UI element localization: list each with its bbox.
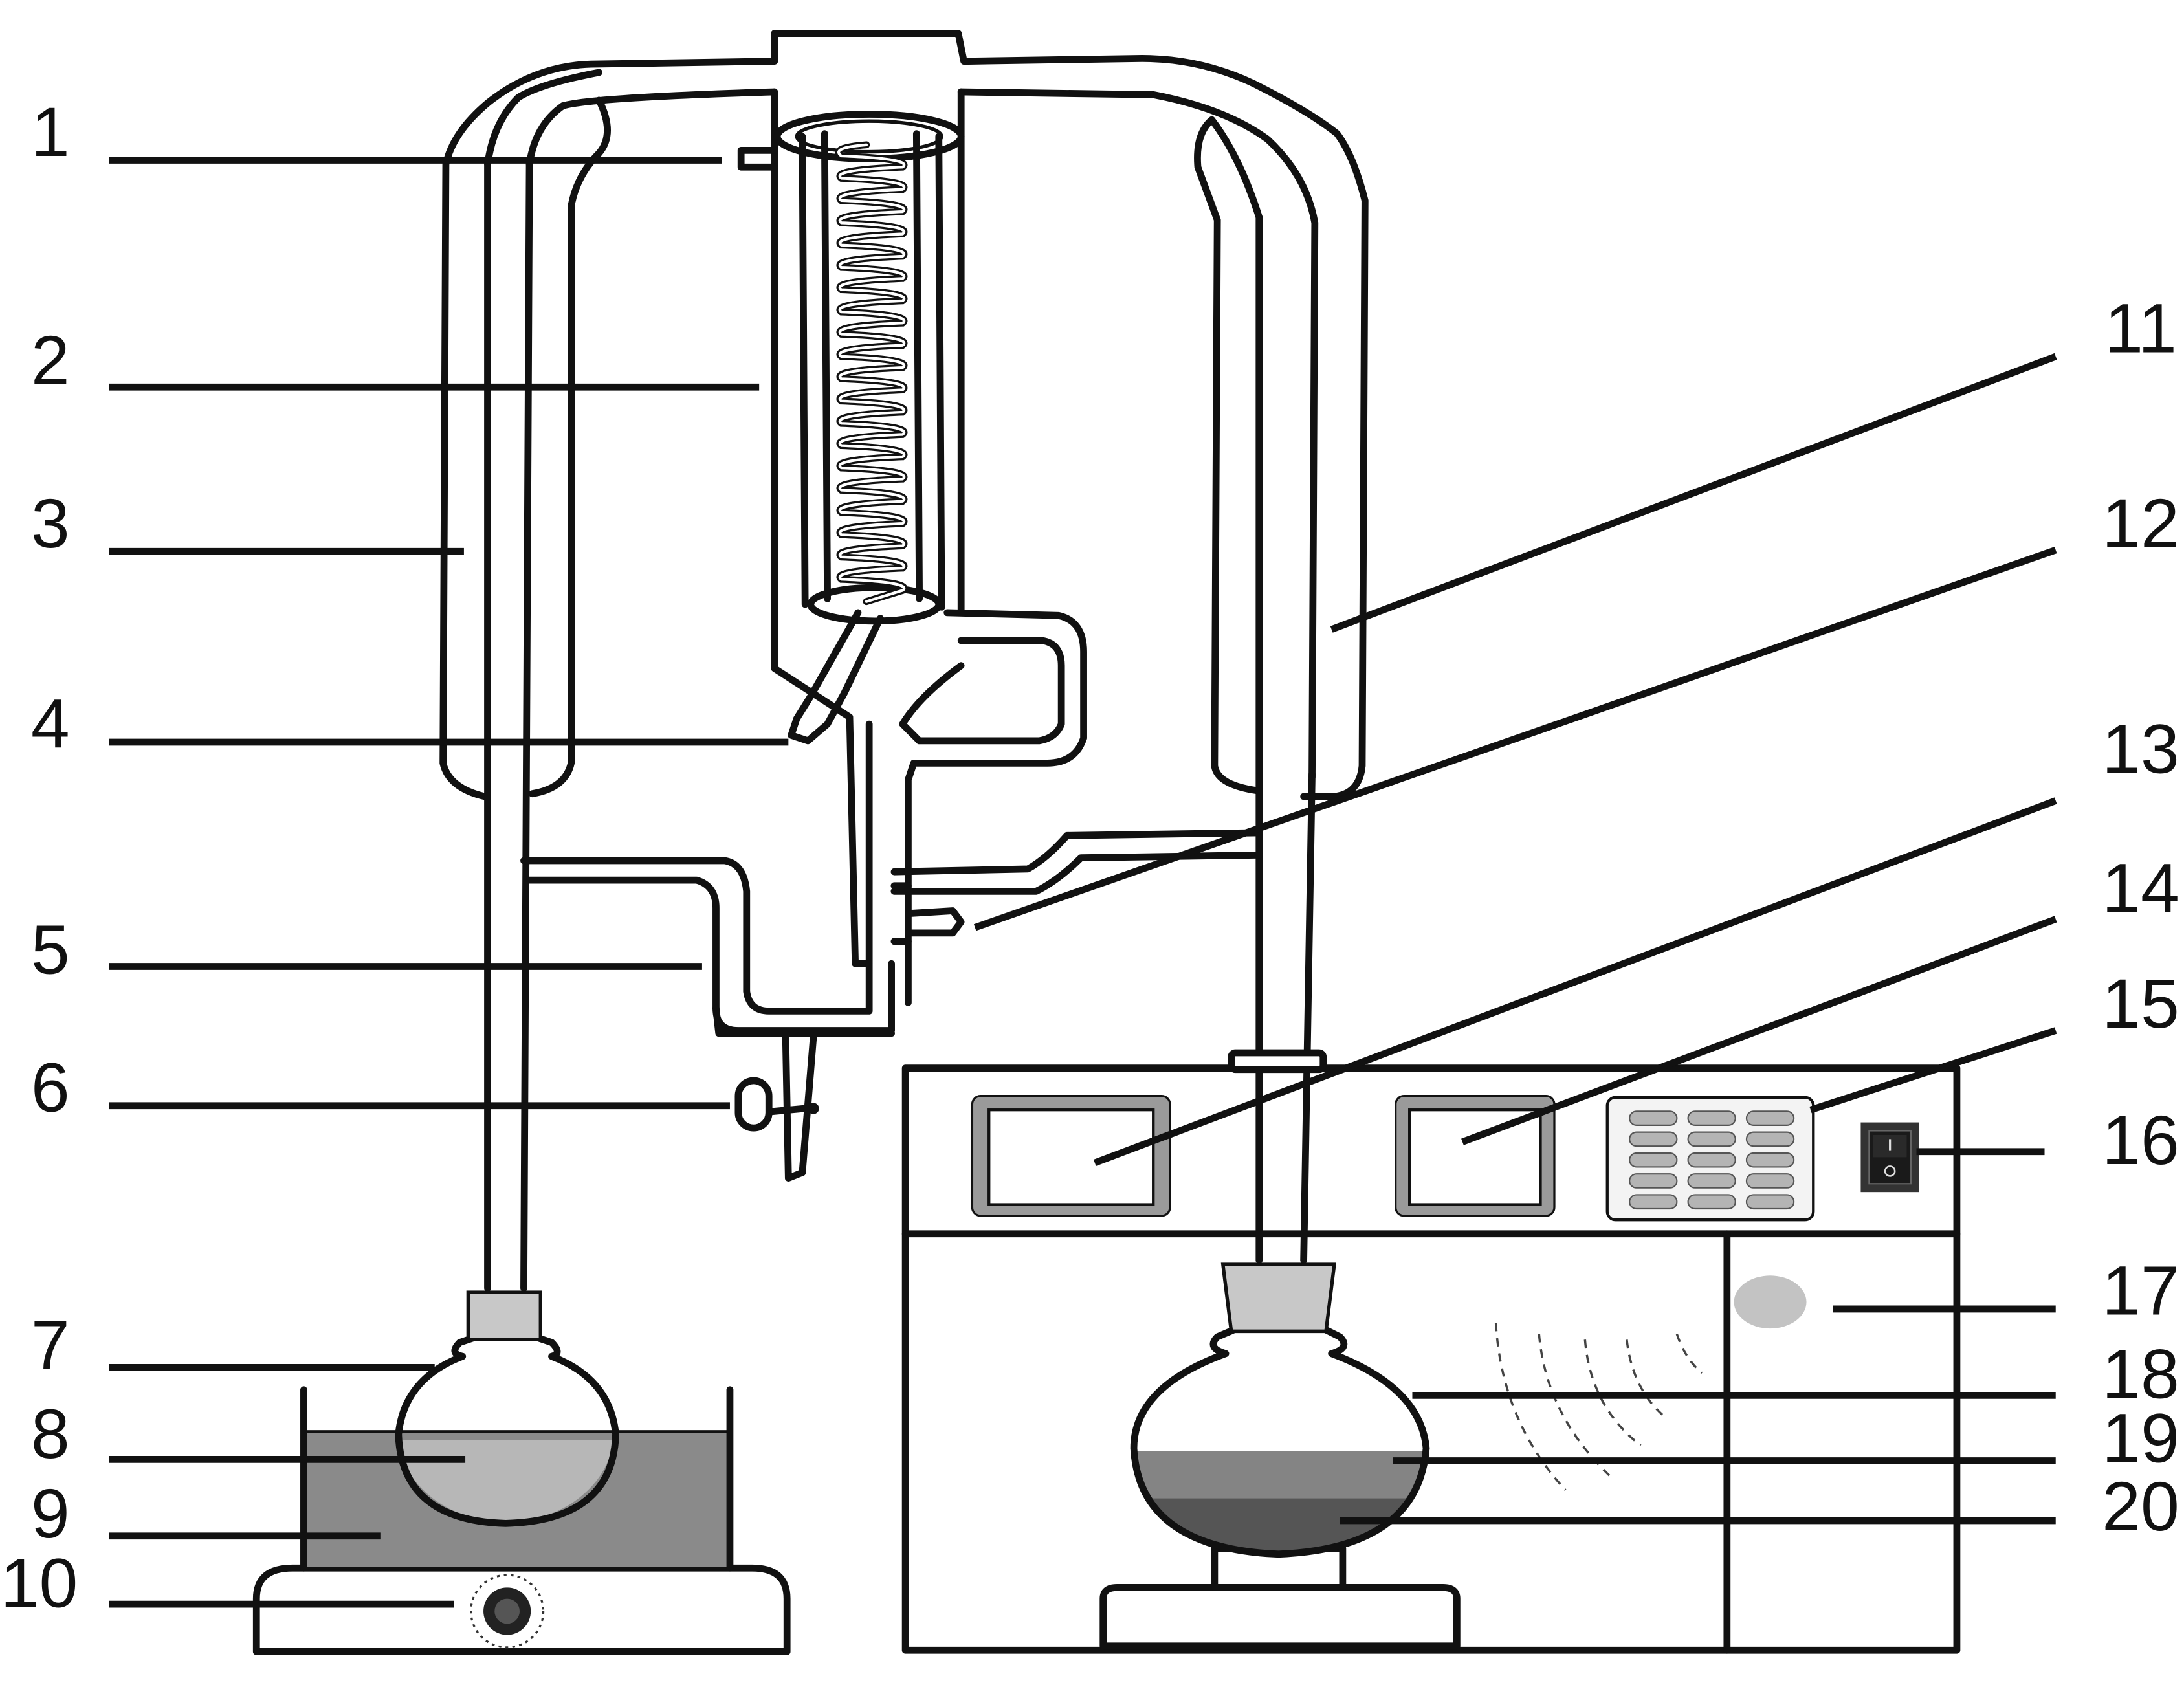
callout-numbers: 1 2 3 4 5 6 7 8 9 10 11 12 13 14 15 16 1…: [1, 93, 2179, 1622]
stopper-right: [1220, 1262, 1337, 1334]
callout-5: 5: [31, 910, 70, 988]
keypad-key: [1745, 1110, 1795, 1126]
callout-7: 7: [31, 1306, 70, 1383]
keypad-key: [1687, 1131, 1736, 1147]
heating-base: [252, 1564, 791, 1655]
callout-1: 1: [31, 93, 70, 171]
callout-11: 11: [2104, 289, 2177, 367]
indicator-light: [1734, 1275, 1807, 1329]
callout-20: 20: [2102, 1468, 2179, 1545]
keypad-key: [1629, 1110, 1678, 1126]
callout-10: 10: [1, 1544, 78, 1622]
display-screen-left: [971, 1095, 1171, 1217]
keypad-key: [1629, 1131, 1678, 1147]
callout-13: 13: [2102, 710, 2179, 787]
callout-4: 4: [31, 685, 70, 763]
callout-19: 19: [2102, 1400, 2179, 1477]
callout-6: 6: [31, 1048, 70, 1126]
keypad-key: [1629, 1194, 1678, 1210]
keypad-key: [1687, 1110, 1736, 1126]
keypad-key: [1745, 1173, 1795, 1189]
callout-16: 16: [2102, 1101, 2179, 1179]
callout-15: 15: [2102, 965, 2179, 1042]
keypad-key: [1745, 1194, 1795, 1210]
callout-3: 3: [31, 485, 70, 562]
ultrasonic-unit: [901, 1064, 1961, 1654]
glass-tubing: [439, 30, 1369, 1292]
stopper-left: [466, 1290, 542, 1341]
keypad-key: [1687, 1173, 1736, 1189]
callout-12: 12: [2102, 485, 2179, 562]
keypad-key: [1687, 1152, 1736, 1168]
leader-lines: [109, 157, 2057, 1608]
keypad-key: [1745, 1131, 1795, 1147]
callout-18: 18: [2102, 1336, 2179, 1413]
control-keypad: [1605, 1096, 1815, 1222]
callout-14: 14: [2102, 850, 2179, 927]
callout-17: 17: [2102, 1252, 2179, 1330]
keypad-key: [1629, 1173, 1678, 1189]
keypad-key: [1629, 1152, 1678, 1168]
rocker-switch-icon: [1860, 1122, 1919, 1193]
callout-8: 8: [31, 1395, 70, 1473]
callout-2: 2: [31, 322, 70, 399]
knob-icon: [470, 1574, 545, 1649]
callout-9: 9: [31, 1475, 70, 1552]
round-bottom-flask-left: [395, 1290, 619, 1527]
keypad-key: [1687, 1194, 1736, 1210]
condenser-coil: [835, 141, 908, 606]
keypad-key: [1745, 1152, 1795, 1168]
